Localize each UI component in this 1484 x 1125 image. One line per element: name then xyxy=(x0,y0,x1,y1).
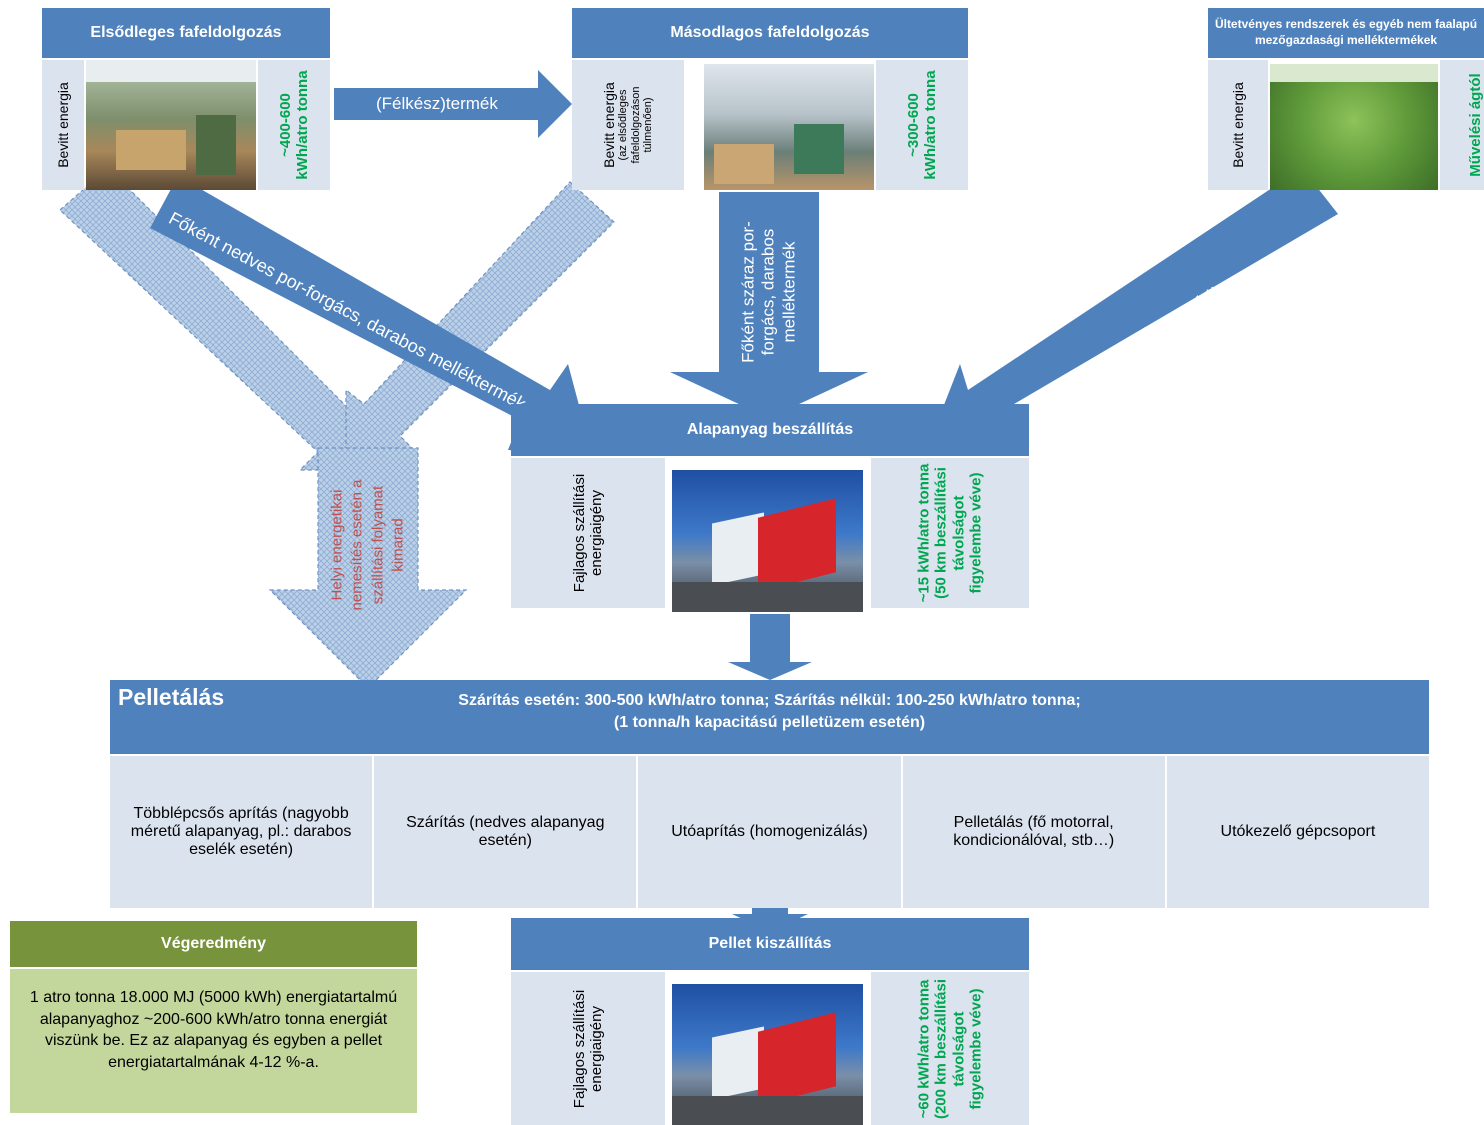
pelleting-header: Pelletálás Szárítás esetén: 300-500 kWh/… xyxy=(110,680,1429,754)
pelleting-energy-line1: Szárítás esetén: 300-500 kWh/atro tonna;… xyxy=(458,692,1081,709)
pelleting-step: Többlépcsős aprítás (nagyobb méretű alap… xyxy=(110,756,373,908)
primary-input-cell: Bevitt energia xyxy=(42,60,84,190)
pelleting-step: Szárítás (nedves alapanyag esetén) xyxy=(374,756,637,908)
pelleting-step: Utóaprítás (homogenizálás) xyxy=(638,756,901,908)
plantation-input-cell: Bevitt energia xyxy=(1208,60,1268,190)
delivery-label-cell: Fajlagos szállítási energiaigény xyxy=(511,972,665,1125)
primary-value-cell: ~400-600 kWh/atro tonna xyxy=(258,60,330,190)
semi-product-arrow xyxy=(334,70,572,138)
dry-sawdust-arrow xyxy=(670,192,868,418)
local-diagonal-arrow-right xyxy=(345,181,615,459)
secondary-value-cell: ~300-600 kWh/atro tonna xyxy=(876,60,968,190)
wet-sawdust-arrow xyxy=(150,176,592,454)
workshop-photo-icon xyxy=(704,64,874,190)
primary-header: Elsődleges fafeldolgozás xyxy=(42,8,330,58)
pelleting-steps: Többlépcsős aprítás (nagyobb méretű alap… xyxy=(110,756,1430,908)
truck-photo-icon xyxy=(672,470,863,612)
delivery-header: Pellet kiszállítás xyxy=(511,918,1029,970)
pelleting-energy-line2: (1 tonna/h kapacitású pelletüzem esetén) xyxy=(613,714,926,731)
pelleting-title: Pelletálás xyxy=(118,684,225,710)
delivery-value-cell: ~60 kWh/atro tonna (200 km beszállítási … xyxy=(871,972,1029,1125)
pelleting-step: Pelletálás (fő motorral, kondicionálóval… xyxy=(902,756,1165,908)
plantation-value-cell: Művelési ágtól függő xyxy=(1440,60,1484,190)
sawmill-photo-icon xyxy=(86,60,256,190)
supply-value-cell: ~15 kWh/atro tonna (50 km beszállítási t… xyxy=(871,458,1029,608)
local-down-arrow xyxy=(268,447,468,689)
secondary-header: Másodlagos fafeldolgozás xyxy=(572,8,968,58)
pelleting-step: Utókezelő gépcsoport xyxy=(1166,756,1430,908)
secondary-input-cell: Bevitt energia (az elsődleges fafeldolgo… xyxy=(572,60,684,190)
trees-photo-icon xyxy=(1270,64,1438,190)
plantation-header: Ültetvényes rendszerek és egyéb nem faal… xyxy=(1208,8,1484,58)
truck-photo-icon xyxy=(672,984,863,1125)
result-body: 1 atro tonna 18.000 MJ (5000 kWh) energi… xyxy=(10,969,417,1113)
supply-label-cell: Fajlagos szállítási energiaigény xyxy=(511,458,665,608)
semi-product-label: (Félkész)termék xyxy=(376,94,498,113)
wet-chips-arrow xyxy=(924,168,1338,456)
supply-header: Alapanyag beszállítás xyxy=(511,404,1029,456)
result-header: Végeredmény xyxy=(10,921,417,967)
supply-down-arrow xyxy=(728,614,812,680)
